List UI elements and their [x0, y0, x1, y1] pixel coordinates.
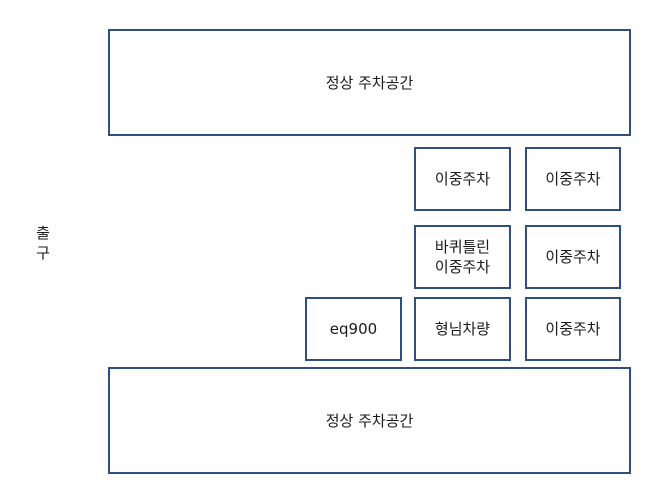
spot-label: 이중주차: [545, 170, 601, 188]
exit-label: 출 구: [36, 224, 50, 262]
spot-label: 이중주차: [545, 320, 601, 338]
double-parking-spot-r1-c3: 이중주차: [525, 147, 621, 211]
eq900-spot: eq900: [305, 297, 402, 361]
double-parking-spot-r2-c3: 이중주차: [525, 225, 621, 289]
normal-parking-zone-top-label: 정상 주차공간: [325, 73, 414, 92]
normal-parking-zone-bottom: 정상 주차공간: [108, 367, 631, 474]
spot-label: 형님차량: [434, 320, 491, 338]
normal-parking-zone-top: 정상 주차공간: [108, 29, 631, 136]
double-parking-spot-r1-c2: 이중주차: [414, 147, 511, 211]
spot-label: 이중주차: [434, 170, 491, 188]
spot-label: eq900: [329, 320, 378, 338]
double-parking-spot-r3-c3: 이중주차: [525, 297, 621, 361]
misaligned-wheel-double-parking-spot: 바퀴틀린 이중주차: [414, 225, 511, 289]
spot-label: 이중주차: [545, 248, 601, 266]
spot-label: 바퀴틀린 이중주차: [434, 238, 491, 276]
normal-parking-zone-bottom-label: 정상 주차공간: [325, 411, 414, 430]
brother-vehicle-spot: 형님차량: [414, 297, 511, 361]
